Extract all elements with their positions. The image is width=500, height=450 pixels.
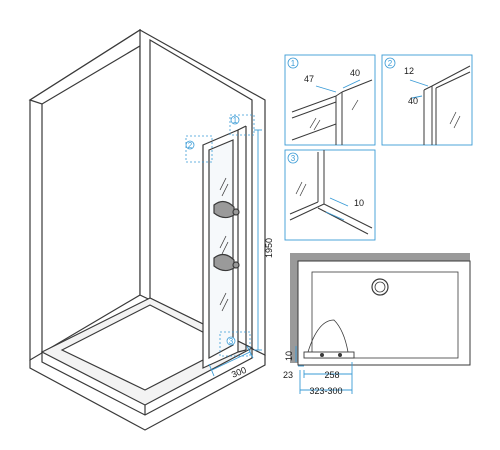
detail-3: 3 10 <box>284 149 376 241</box>
detail-2-number: 2 <box>388 59 393 68</box>
plan-wall-left <box>290 253 298 363</box>
door-swing-arc <box>307 319 349 353</box>
detail-2-dim-b: 40 <box>408 96 418 106</box>
detail-3-number: 3 <box>291 154 296 163</box>
glass-reflection-marks <box>219 177 229 312</box>
callout-box-3 <box>219 331 251 357</box>
floor-outline <box>29 355 266 431</box>
callout-1-label: 1 <box>233 116 238 125</box>
callout-box-1 <box>229 114 255 136</box>
detail-2: 2 12 40 <box>381 54 473 146</box>
height-dimension <box>254 129 262 351</box>
plan-dim-10: 10 <box>284 351 294 361</box>
plan-wall-top <box>290 253 470 261</box>
plan-dim-258: 258 <box>324 370 339 380</box>
plan-view <box>290 253 471 366</box>
main-callouts <box>185 114 255 357</box>
hinge-upper <box>213 200 240 219</box>
detail-2-dim-a: 12 <box>404 66 414 76</box>
detail-1-dim-b: 40 <box>350 68 360 78</box>
detail-1-number: 1 <box>291 59 296 68</box>
callout-3-label: 3 <box>229 337 234 346</box>
hinge-lower <box>213 253 240 272</box>
plan-door-panel <box>303 351 355 359</box>
main-callout-numbers: 1 2 3 <box>185 115 240 346</box>
callout-2-label: 2 <box>188 141 193 150</box>
height-label: 1950 <box>264 238 274 258</box>
detail-3-frame <box>284 149 376 241</box>
detail-2-frame <box>381 54 473 146</box>
plan-dimensions <box>295 346 353 394</box>
detail-1: 1 47 40 <box>284 54 376 146</box>
width-dimension <box>208 345 254 377</box>
shower-enclosure-iso <box>28 28 266 431</box>
left-wall <box>29 28 141 362</box>
detail-1-dim-a: 47 <box>304 74 314 84</box>
plan-dim-range: 323-300 <box>309 386 342 396</box>
door-glass <box>208 139 234 360</box>
detail-1-frame <box>284 54 376 146</box>
callout-box-2 <box>185 135 213 163</box>
width-label: 300 <box>230 365 248 380</box>
plan-dim-23: 23 <box>283 370 293 380</box>
detail-3-dim-a: 10 <box>354 198 364 208</box>
